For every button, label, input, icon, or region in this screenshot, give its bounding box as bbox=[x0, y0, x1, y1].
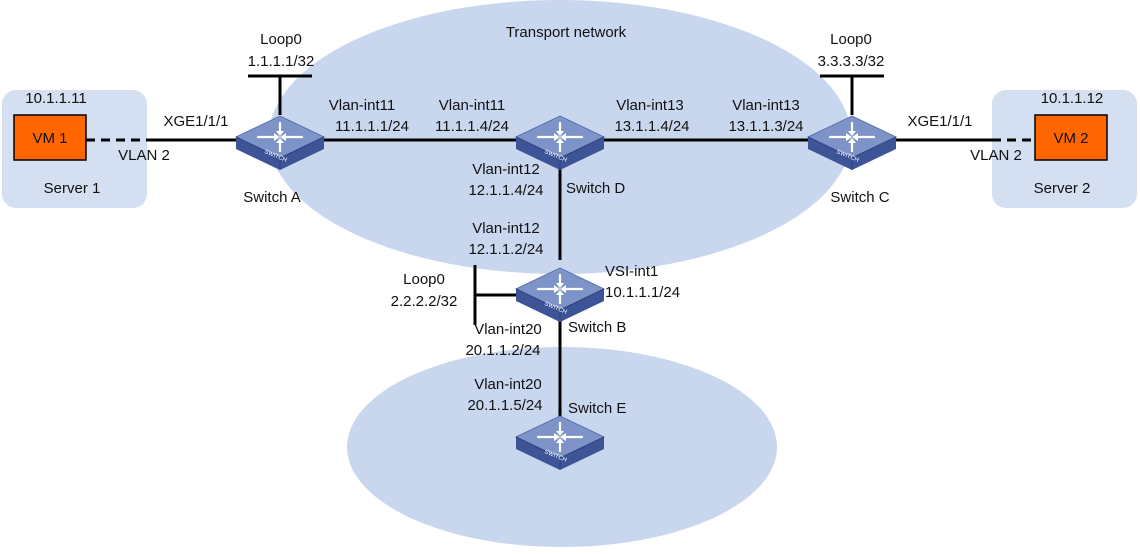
e-vlan20-ip: 20.1.1.5/24 bbox=[467, 397, 542, 414]
vm1-label: VM 1 bbox=[32, 130, 67, 147]
a-vlan11-name: Vlan-int11 bbox=[329, 97, 395, 114]
b-vsi-ip: 10.1.1.1/24 bbox=[605, 284, 680, 301]
vm2-label: VM 2 bbox=[1053, 130, 1088, 147]
switch-c-xge-port: XGE1/1/1 bbox=[907, 113, 972, 130]
switch-a-icon: SWITCH bbox=[234, 114, 326, 172]
server2-ip: 10.1.1.12 bbox=[1041, 90, 1104, 107]
e-vlan20-name: Vlan-int20 bbox=[474, 376, 542, 393]
transport-network-label: Transport network bbox=[506, 24, 627, 41]
switch-a-name: Switch A bbox=[243, 189, 301, 206]
b-vlan20-ip: 20.1.1.2/24 bbox=[465, 342, 540, 359]
c-vlan13-ip: 13.1.1.3/24 bbox=[728, 118, 803, 135]
d-vlan13-name: Vlan-int13 bbox=[616, 97, 684, 114]
c-vlan13-name: Vlan-int13 bbox=[732, 97, 800, 114]
loop0-c-ip: 3.3.3.3/32 bbox=[818, 53, 885, 70]
switch-b-name: Switch B bbox=[568, 319, 626, 336]
switch-e-name: Switch E bbox=[568, 400, 626, 417]
switch-d-name: Switch D bbox=[566, 180, 625, 197]
d-vlan12-name: Vlan-int12 bbox=[472, 161, 540, 178]
server2-vlan-label: VLAN 2 bbox=[970, 147, 1022, 164]
d-vlan13-ip: 13.1.1.4/24 bbox=[614, 118, 689, 135]
switch-e-icon: SWITCH bbox=[514, 414, 606, 472]
server2-label: Server 2 bbox=[1034, 180, 1091, 197]
b-vlan20-name: Vlan-int20 bbox=[474, 321, 542, 338]
switch-a-xge-port: XGE1/1/1 bbox=[163, 113, 228, 130]
a-vlan11-ip: 11.1.1.1/24 bbox=[335, 118, 409, 135]
loop0-a-name: Loop0 bbox=[260, 31, 302, 48]
loop0-a-ip: 1.1.1.1/32 bbox=[248, 53, 315, 70]
server1-vlan-label: VLAN 2 bbox=[118, 147, 170, 164]
b-vlan12-ip: 12.1.1.2/24 bbox=[468, 241, 543, 258]
d-vlan11-name: Vlan-int11 bbox=[439, 97, 505, 114]
server1-ip: 10.1.1.11 bbox=[25, 90, 86, 107]
d-vlan11-ip: 11.1.1.4/24 bbox=[435, 118, 509, 135]
vm2-box bbox=[1034, 114, 1108, 161]
loop0-c-name: Loop0 bbox=[830, 31, 872, 48]
switch-d-icon: SWITCH bbox=[514, 114, 606, 172]
server1-label: Server 1 bbox=[44, 180, 101, 197]
vm1-box bbox=[13, 114, 87, 161]
switch-c-name: Switch C bbox=[830, 189, 889, 206]
links bbox=[86, 74, 1035, 420]
switch-b-icon: SWITCH bbox=[514, 266, 606, 324]
b-vsi-name: VSI-int1 bbox=[605, 263, 658, 280]
loop0-b-name: Loop0 bbox=[403, 271, 445, 288]
loop0-b-ip: 2.2.2.2/32 bbox=[391, 293, 458, 310]
b-vlan12-name: Vlan-int12 bbox=[472, 220, 540, 237]
switch-c-icon: SWITCH bbox=[806, 114, 898, 172]
d-vlan12-ip: 12.1.1.4/24 bbox=[468, 182, 543, 199]
